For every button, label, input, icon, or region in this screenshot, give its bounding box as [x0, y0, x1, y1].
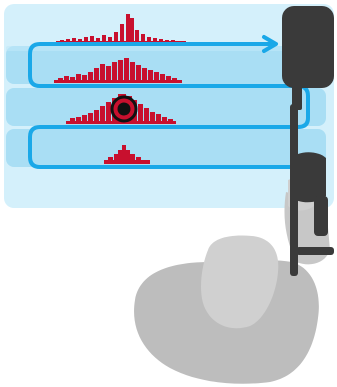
detector-armrest: [314, 196, 328, 236]
sweep-band-3: [6, 129, 326, 167]
wrist-strap: [296, 247, 334, 255]
target-dot: [118, 103, 131, 116]
detector-coil: [282, 6, 334, 88]
detector-grip: [290, 152, 326, 202]
person-silhouette: [134, 177, 334, 384]
sweep-band-highlight: [6, 46, 326, 51]
